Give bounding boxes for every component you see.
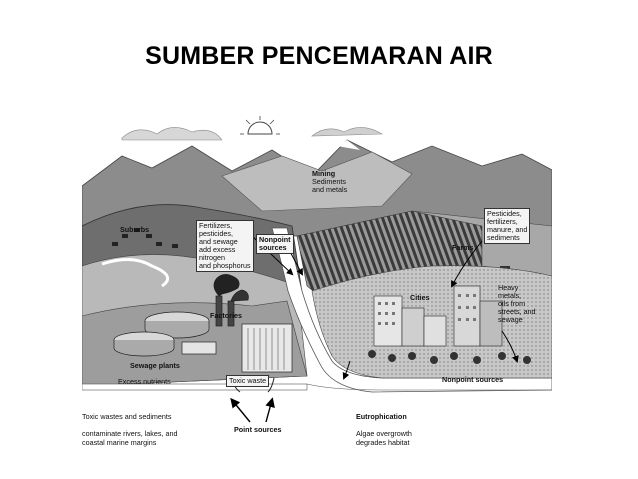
label-excess-nutrients: Excess nutrients — [118, 377, 171, 386]
point-source-arrows — [230, 397, 275, 423]
label-nonpoint-bottom: Nonpoint sources — [442, 375, 504, 384]
sewage-tanks — [113, 311, 217, 357]
caption-toxic-title: Toxic wastes and sediments — [82, 412, 172, 422]
label-toxic-waste: Toxic waste — [226, 375, 270, 387]
caption-toxic-wastes: Toxic wastes and sediments contaminate r… — [82, 405, 177, 447]
water-pollution-diagram: Mining Sediments and metals Suburbs Fert… — [81, 115, 553, 446]
label-point-sources: Point sources — [234, 425, 282, 434]
sun-icon — [240, 115, 280, 135]
label-factories: Factories — [210, 311, 242, 320]
clouds — [121, 127, 384, 141]
label-pesticides: Pesticides, fertilizers, manure, and sed… — [484, 208, 531, 244]
label-sewage-plants: Sewage plants — [130, 361, 180, 370]
label-farms: Farms — [452, 243, 474, 252]
label-heavy-metals: Heavy metals, oils from streets, and sew… — [498, 283, 536, 324]
caption-eutro-title: Eutrophication — [356, 412, 407, 422]
label-nonpoint-top: Nonpoint sources — [256, 234, 294, 254]
city-buildings — [368, 285, 531, 364]
label-cities: Cities — [410, 293, 430, 302]
caption-eutro-body: Algae overgrowth degrades habitat — [356, 429, 412, 447]
label-suburbs: Suburbs — [120, 225, 150, 234]
shore-band — [81, 383, 552, 391]
label-mining: Mining — [312, 169, 336, 178]
slide-title: SUMBER PENCEMARAN AIR — [145, 42, 493, 70]
factory — [213, 274, 293, 373]
landscape-illustration — [81, 115, 553, 423]
caption-eutrophication: Eutrophication Algae overgrowth degrades… — [356, 405, 412, 447]
label-mining-desc: Sediments and metals — [312, 177, 348, 194]
label-fertilizers: Fertilizers, pesticides, and sewage add … — [196, 220, 254, 272]
caption-toxic-body: contaminate rivers, lakes, and coastal m… — [82, 429, 178, 447]
river — [271, 227, 553, 393]
